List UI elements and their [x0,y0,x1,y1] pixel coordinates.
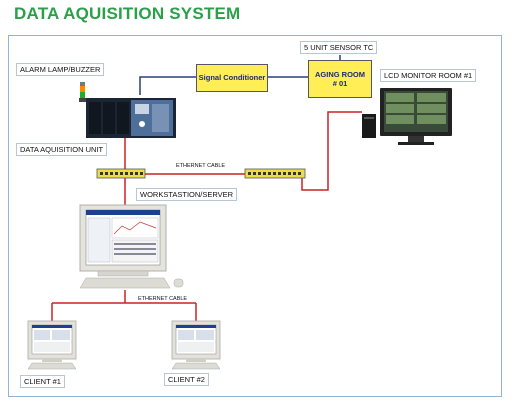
ethernet-cable-top-label: ETHERNET CABLE [176,163,226,169]
alarm-lamp-label: ALARM LAMP/BUZZER [16,63,105,76]
client-1-label: CLIENT #1 [20,375,65,388]
alarm-lamp-icon [79,82,86,102]
signal-conditioner-box: Signal Conditioner [196,64,268,92]
client-1-computer-icon [27,320,77,370]
daq-unit-label: DATA AQUISITION UNIT [16,143,108,156]
lcd-monitor-icon [362,88,452,145]
lcd-monitor-label: LCD MONITOR ROOM #1 [380,69,477,82]
client-2-computer-icon [171,320,221,370]
daq-unit-icon [86,98,176,138]
diagram-frame [8,35,502,397]
client-2-label: CLIENT #2 [164,373,209,386]
network-switch-1-icon [96,168,146,179]
workstation-label: WORKSTASTION/SERVER [136,188,238,201]
sensor-label: 5 UNIT SENSOR TC [300,41,378,54]
aging-room-box: AGING ROOM # 01 [308,60,372,98]
network-switch-2-icon [244,168,306,179]
switch-to-lcd-line [301,111,362,191]
daq-to-conditioner-line [139,76,196,95]
page-title: DATA AQUISITION SYSTEM [14,4,241,23]
connection-lines [51,55,362,321]
workstation-icon [79,204,184,289]
ethernet-cable-bottom-label: ETHERNET CABLE [138,296,188,302]
